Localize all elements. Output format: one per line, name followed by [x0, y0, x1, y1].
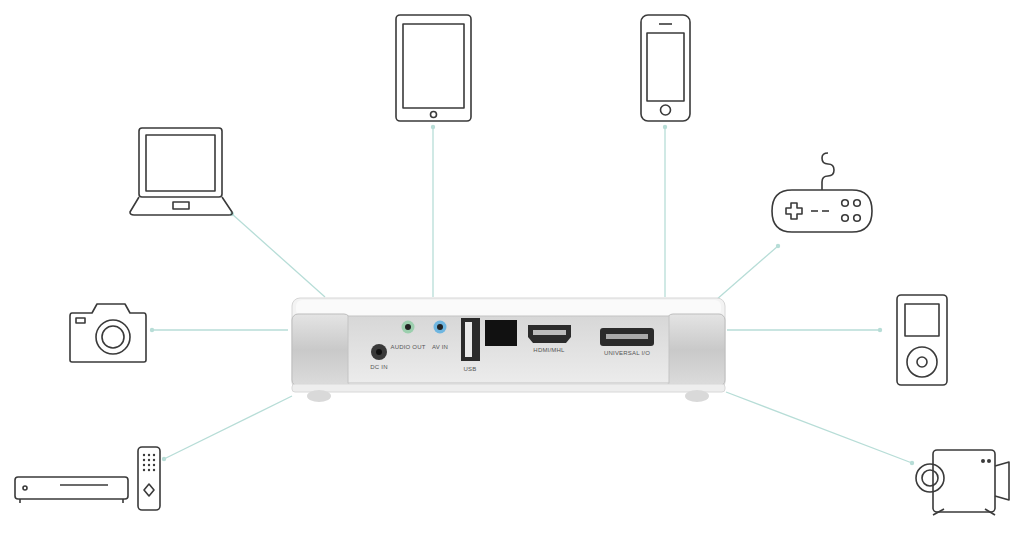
leader-dots [150, 125, 914, 465]
leader-lines [152, 127, 912, 463]
port-label: DC IN [370, 364, 387, 371]
port-label: UNIVERSAL I/O [604, 350, 650, 357]
projector [292, 298, 725, 402]
device-icons [15, 15, 1009, 515]
port-label: HDMI/MHL [533, 347, 564, 354]
port-label: USB [464, 366, 477, 373]
port-label: AUDIO OUT [390, 344, 425, 351]
port-label: AV IN [432, 344, 448, 351]
icon-details [143, 454, 991, 471]
